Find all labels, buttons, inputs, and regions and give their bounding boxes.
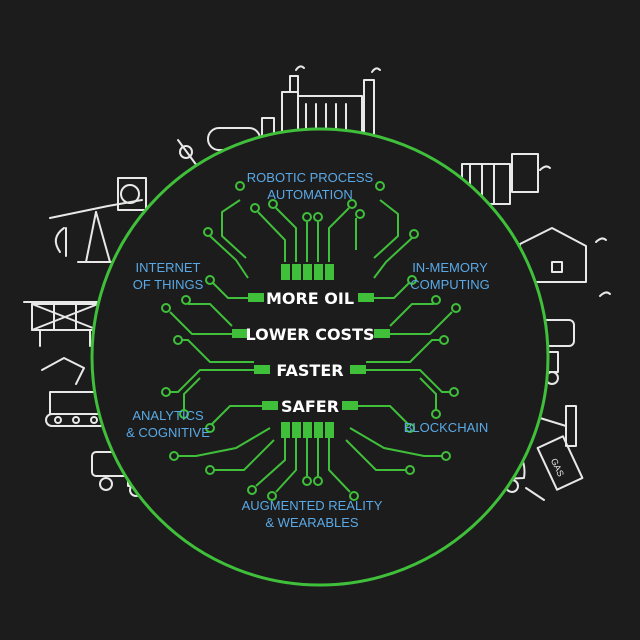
tech-iot-line1: INTERNET (136, 260, 201, 275)
tech-blockchain: BLOCKCHAIN (404, 420, 489, 435)
technology-labels: ROBOTIC PROCESS AUTOMATION INTERNET OF T… (126, 170, 490, 530)
gas-sign: GAS (549, 457, 566, 478)
circuit-traces (161, 181, 461, 501)
chip-connectors (232, 264, 390, 438)
factory-icon (281, 65, 381, 137)
chimney-icon (539, 405, 577, 447)
tech-analytics-line1: ANALYTICS (132, 408, 204, 423)
tech-analytics-line2: & COGNITIVE (126, 425, 210, 440)
outcome-labels: MORE OIL LOWER COSTS FASTER SAFER (246, 289, 375, 416)
tech-rpa-line1: ROBOTIC PROCESS (247, 170, 374, 185)
outcome-more-oil: MORE OIL (266, 289, 354, 308)
tech-rpa-line2: AUTOMATION (267, 187, 352, 202)
tech-iot-line2: OF THINGS (133, 277, 204, 292)
tech-ar-line2: & WEARABLES (265, 515, 359, 530)
outcome-faster: FASTER (276, 361, 343, 380)
outcome-safer: SAFER (281, 397, 339, 416)
tech-ar-line1: AUGMENTED REALITY (242, 498, 383, 513)
tech-in-memory-line1: IN-MEMORY (412, 260, 488, 275)
tech-in-memory-line2: COMPUTING (410, 277, 489, 292)
outcome-lower-costs: LOWER COSTS (246, 325, 375, 344)
